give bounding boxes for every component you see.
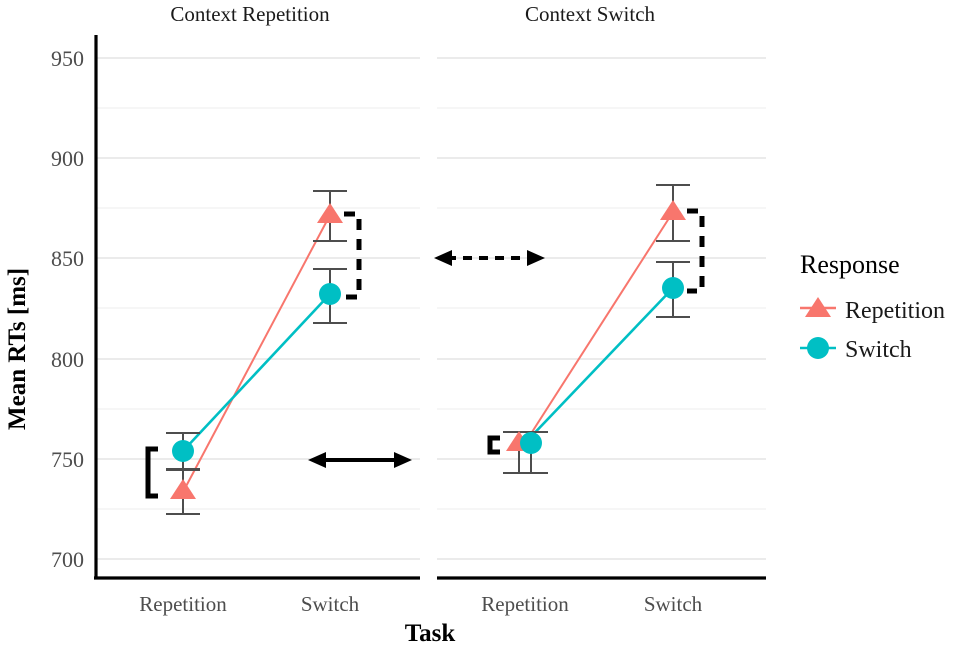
x-tick-label-panel1-switch: Switch	[300, 592, 360, 616]
marker-circle-panel1-repetition	[172, 440, 194, 462]
errorbar-panel2-rep-switch	[515, 431, 548, 474]
legend-label-switch: Switch	[845, 337, 912, 363]
legend-key-repetition[interactable]	[800, 297, 836, 317]
series-line-switch-panel2	[524, 287, 674, 444]
axis-lines	[94, 35, 766, 580]
x-tick-label-panel1-repetition: Repetition	[139, 592, 227, 616]
y-tick-label-750: 750	[51, 447, 84, 472]
annotation-arrow-dashed-double-panel2	[434, 250, 545, 266]
errorbar-panel2-rep-repetition	[503, 431, 536, 474]
marker-triangle-panel2-switch	[660, 200, 686, 220]
legend-label-repetition: Repetition	[845, 298, 945, 324]
facet-title-right: Context Switch	[524, 2, 656, 26]
facet-title-left: Context Repetition	[170, 2, 330, 26]
marker-triangle-panel2-repetition	[506, 431, 532, 451]
series-line-repetition-panel1	[182, 214, 331, 493]
errorbar-panel2-sw-repetition	[656, 184, 690, 242]
series-line-switch-panel1	[182, 293, 331, 452]
annotation-bracket-dashed-panel1	[344, 211, 362, 300]
y-tick-label-850: 850	[51, 246, 84, 271]
y-tick-label-800: 800	[51, 347, 84, 372]
annotation-bracket-solid-panel1	[145, 446, 158, 499]
grid-lines	[96, 57, 766, 560]
errorbar-panel2-sw-switch	[656, 261, 690, 318]
x-tick-label-panel2-repetition: Repetition	[481, 592, 569, 616]
annotation-bracket-dashed-panel2	[687, 208, 705, 294]
x-axis-title: Task	[404, 620, 456, 647]
errorbar-panel1-rep-repetition	[166, 469, 200, 515]
errorbar-panel1-rep-switch	[166, 432, 200, 470]
y-tick-label-900: 900	[51, 146, 84, 171]
errorbar-panel1-sw-repetition	[313, 190, 347, 242]
marker-circle-panel2-repetition	[520, 432, 542, 454]
marker-circle-panel1-switch	[319, 283, 341, 305]
y-tick-label-950: 950	[51, 46, 84, 71]
circle-icon	[807, 337, 829, 359]
marker-circle-panel2-switch	[662, 277, 684, 299]
series-line-repetition-panel2	[524, 211, 674, 444]
x-tick-label-panel2-switch: Switch	[643, 592, 703, 616]
y-tick-label-700: 700	[51, 547, 84, 572]
legend-title: Response	[800, 250, 900, 279]
marker-triangle-panel1-switch	[317, 203, 343, 223]
errorbar-panel1-sw-switch	[313, 268, 347, 324]
legend-keys	[800, 297, 836, 359]
marker-triangle-panel1-repetition	[170, 479, 196, 499]
panel-context-repetition	[145, 190, 412, 515]
panel-context-switch	[434, 184, 705, 474]
annotation-arrow-solid-double-panel1	[308, 452, 412, 468]
annotation-bracket-solid-small-panel2	[487, 435, 500, 455]
legend-key-switch[interactable]	[800, 337, 836, 359]
triangle-icon	[805, 297, 831, 317]
